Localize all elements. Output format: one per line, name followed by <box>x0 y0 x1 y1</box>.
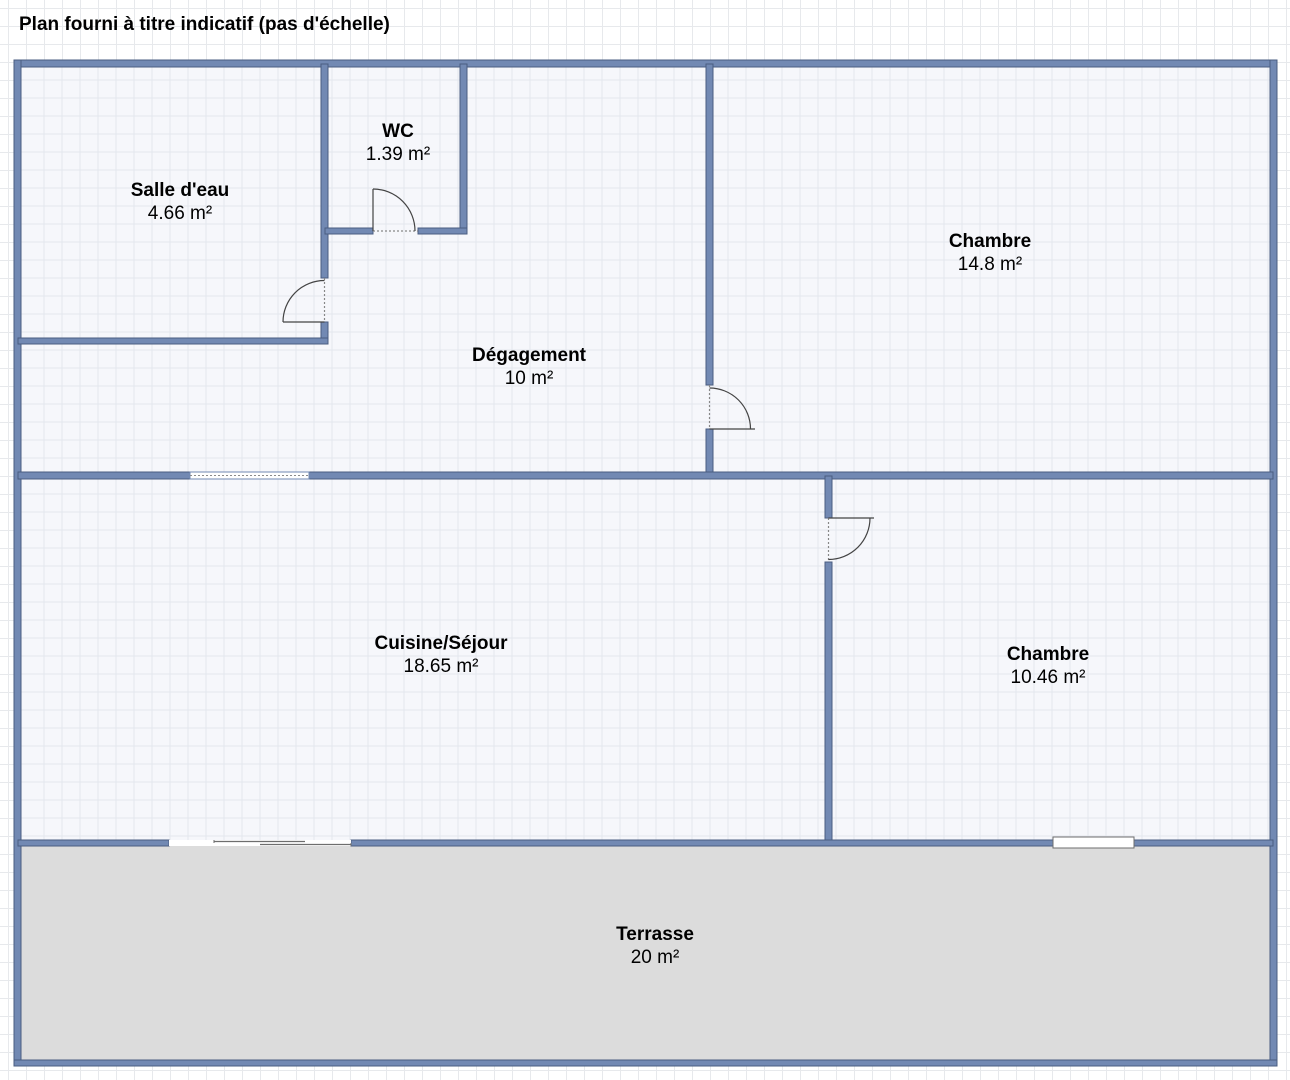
room-name: Cuisine/Séjour <box>374 633 508 654</box>
room-area: 10.46 m² <box>1010 667 1086 688</box>
wall-middle-left <box>17 471 191 480</box>
outer-wall-top <box>13 59 1278 68</box>
room-area: 4.66 m² <box>147 203 213 224</box>
room-wc: WC 1.39 m² <box>366 120 430 167</box>
room-name: Chambre <box>948 231 1032 252</box>
wall-chambre-west-upper <box>705 63 714 386</box>
window-chambre <box>1052 836 1135 849</box>
wall-salle-eau-east-upper <box>320 63 329 279</box>
room-area: 10 m² <box>504 368 554 389</box>
room-chambre-2: Chambre 10.46 m² <box>1007 643 1089 690</box>
terrace-floor <box>18 843 1273 1063</box>
room-salle-eau: Salle d'eau 4.66 m² <box>131 179 230 226</box>
walls <box>13 59 1278 1067</box>
door-salle-eau <box>282 278 326 323</box>
door-chambre-1 <box>708 385 755 430</box>
outer-wall-bottom <box>13 1059 1278 1067</box>
sliding-window <box>169 840 351 846</box>
room-name: Terrasse <box>616 924 694 945</box>
room-chambre-1: Chambre 14.8 m² <box>949 230 1031 277</box>
wall-chambre2-west-upper <box>824 475 833 519</box>
room-area: 1.39 m² <box>365 144 431 165</box>
room-name: Salle d'eau <box>130 180 230 201</box>
room-terrasse: Terrasse 20 m² <box>616 923 694 970</box>
wall-south-3 <box>1133 839 1274 847</box>
plan-title: Plan fourni à titre indicatif (pas d'éch… <box>19 14 390 35</box>
room-name: Chambre <box>1006 644 1090 665</box>
room-name: Dégagement <box>471 345 587 366</box>
interior-floor <box>18 64 1273 843</box>
wall-middle-right <box>308 471 1274 480</box>
outer-wall-right <box>1269 59 1278 1067</box>
doors <box>282 188 874 562</box>
room-area: 20 m² <box>630 947 680 968</box>
wall-wc-east <box>459 63 468 235</box>
wall-salle-eau-south <box>17 337 329 345</box>
room-name: WC <box>382 121 414 142</box>
door-chambre-2 <box>827 517 874 562</box>
wall-wc-south-right <box>417 227 468 235</box>
wall-wc-south-left <box>324 227 374 235</box>
wall-south-1 <box>17 839 170 847</box>
wall-chambre-west-lower <box>705 428 714 476</box>
outer-wall-left <box>13 59 22 1067</box>
room-area: 18.65 m² <box>403 656 479 677</box>
room-area: 14.8 m² <box>957 254 1023 275</box>
wall-chambre2-west-lower <box>824 561 833 844</box>
door-wc <box>372 188 418 232</box>
room-degagement: Dégagement 10 m² <box>472 344 586 391</box>
interior-grid <box>18 64 1273 843</box>
wall-south-2 <box>350 839 1054 847</box>
room-cuisine-sejour: Cuisine/Séjour 18.65 m² <box>374 632 507 679</box>
openings <box>169 471 1135 849</box>
